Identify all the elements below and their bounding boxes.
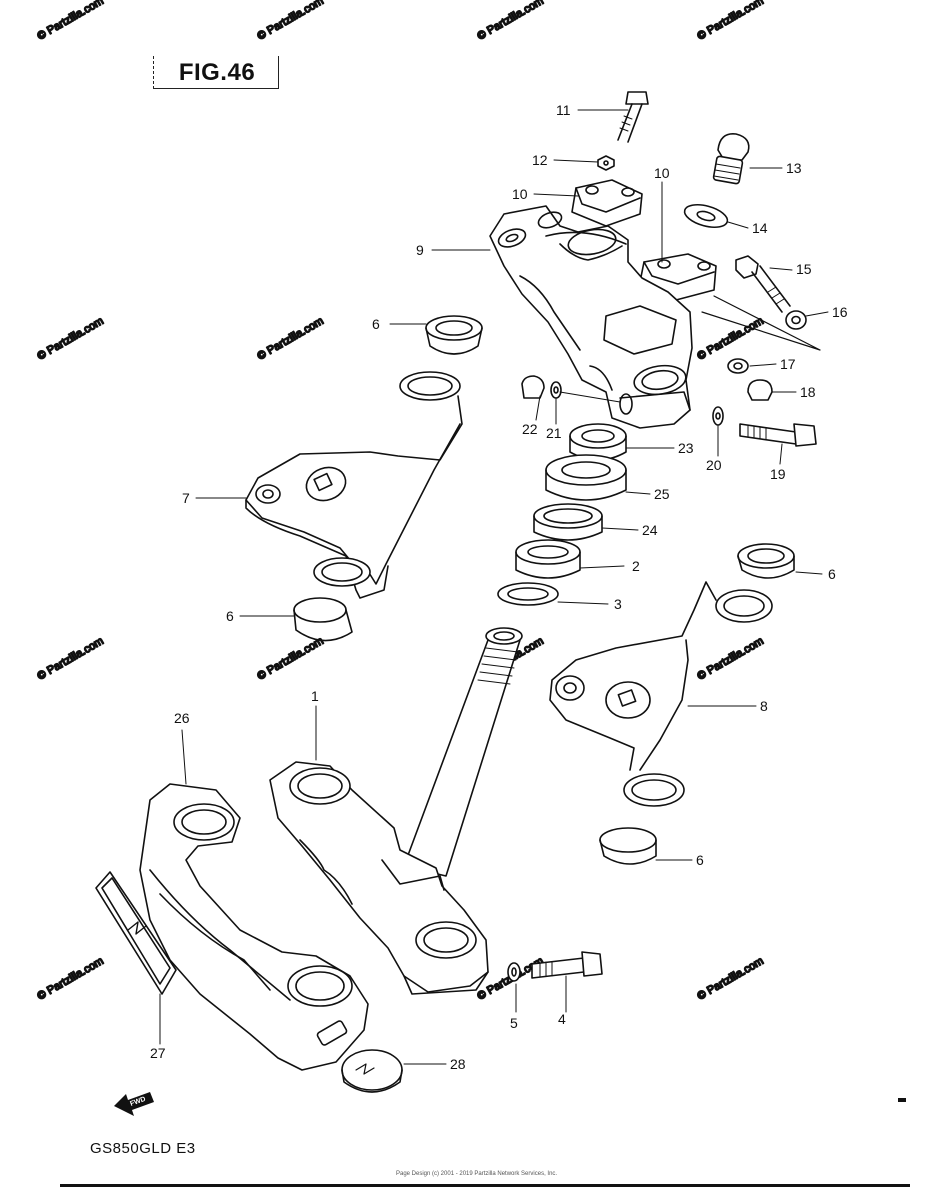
- part-16-washer: [785, 310, 807, 330]
- callout-2: 2: [632, 558, 640, 574]
- callout-27: 27: [150, 1045, 166, 1061]
- callout-5: 5: [510, 1015, 518, 1031]
- part-2-bearing: [515, 539, 581, 579]
- part-28-cap: [341, 1049, 403, 1093]
- forward-arrow-icon: FWD: [114, 1092, 154, 1116]
- callout-14: 14: [752, 220, 768, 236]
- part-24-bearing-race: [533, 503, 603, 541]
- part-3-seal: [497, 582, 559, 606]
- callout-4: 4: [558, 1011, 566, 1027]
- part-20-washer: [712, 406, 724, 426]
- page-mark: [898, 1098, 906, 1102]
- part-1-steering-stem-lower: [269, 627, 523, 995]
- callout-7: 7: [182, 490, 190, 506]
- part-23-stem-nut: [569, 423, 627, 461]
- watermark: © Partzilla.com: [696, 0, 766, 43]
- footnote-line: Page Design (c) 2001 - 2019 Partzilla Ne…: [396, 1171, 558, 1177]
- watermark: © Partzilla.com: [256, 635, 326, 682]
- callout-28: 28: [450, 1056, 466, 1072]
- callout-8: 8: [760, 698, 768, 714]
- model-code: GS850GLD E3: [90, 1140, 196, 1157]
- figure-title-frame: [153, 56, 279, 89]
- watermark: © Partzilla.com: [256, 0, 326, 43]
- part-19-bolt: [739, 423, 817, 447]
- watermark: © Partzilla.com: [36, 635, 106, 682]
- callout-10-right: 10: [654, 165, 670, 181]
- callout-6-right-top: 6: [828, 566, 836, 582]
- part-11-bolt: [617, 91, 649, 143]
- part-22-cap-nut: [521, 375, 545, 399]
- callout-1: 1: [311, 688, 319, 704]
- part-5-washer: [507, 962, 521, 982]
- part-25-nut: [545, 454, 627, 501]
- callout-19: 19: [770, 466, 786, 482]
- callout-6-top-left: 6: [372, 316, 380, 332]
- callout-6-right-bottom: 6: [696, 852, 704, 868]
- callout-11: 11: [556, 102, 571, 118]
- part-17-nut: [727, 358, 749, 374]
- part-15-bolt: [735, 255, 791, 313]
- callout-10-left: 10: [512, 186, 528, 202]
- callout-12: 12: [532, 152, 548, 168]
- callout-18: 18: [800, 384, 816, 400]
- callout-16: 16: [832, 304, 848, 320]
- part-9-steering-stem-upper-bracket: [489, 205, 693, 429]
- part-14-washer: [683, 203, 729, 229]
- part-6-grommet-top-left: [425, 315, 483, 355]
- callout-labels: 11 12 13 10 10 14 9 15 16 6 17 18 22 21 …: [150, 102, 848, 1072]
- callout-17: 17: [780, 356, 796, 372]
- part-21-washer: [550, 381, 562, 399]
- callout-13: 13: [786, 160, 802, 176]
- part-27-emblem: [95, 871, 177, 995]
- watermark: © Partzilla.com: [36, 315, 106, 362]
- part-26-stem-cover: [139, 783, 369, 1071]
- watermark: © Partzilla.com: [696, 315, 766, 362]
- part-18-cap-nut: [747, 379, 773, 401]
- callout-26: 26: [174, 710, 190, 726]
- watermark: © Partzilla.com: [256, 315, 326, 362]
- part-10-holder-upper: [571, 179, 643, 227]
- callout-9: 9: [416, 242, 424, 258]
- leader-lines: [159, 109, 829, 1065]
- callout-22: 22: [522, 421, 538, 437]
- watermark: © Partzilla.com: [36, 955, 106, 1002]
- part-6-grommet-bottom-left: [293, 597, 353, 642]
- callout-24: 24: [642, 522, 658, 538]
- callout-15: 15: [796, 261, 812, 277]
- callout-25: 25: [654, 486, 670, 502]
- part-4-bolt: [531, 951, 603, 979]
- figure-title: FIG.46: [178, 59, 256, 86]
- part-13-bolt: [712, 133, 750, 185]
- callout-20: 20: [706, 457, 722, 473]
- bottom-rule: [60, 1184, 910, 1187]
- watermark: © Partzilla.com: [696, 635, 766, 682]
- page-footnote: Page Design (c) 2001 - 2019 Partzilla Ne…: [396, 1171, 557, 1178]
- callout-3: 3: [614, 596, 622, 612]
- part-8-right-headlight-bracket: [549, 581, 773, 807]
- callout-21: 21: [546, 425, 562, 441]
- part-12-nut: [597, 155, 615, 171]
- watermark: © Partzilla.com: [476, 0, 546, 43]
- part-6-grommet-right-bottom: [599, 827, 657, 865]
- part-6-grommet-right-top: [737, 543, 795, 579]
- callout-23: 23: [678, 440, 694, 456]
- watermark: © Partzilla.com: [36, 0, 106, 43]
- callout-6-bottom-left: 6: [226, 608, 234, 624]
- part-7-left-headlight-bracket: [245, 371, 463, 599]
- watermark: © Partzilla.com: [696, 955, 766, 1002]
